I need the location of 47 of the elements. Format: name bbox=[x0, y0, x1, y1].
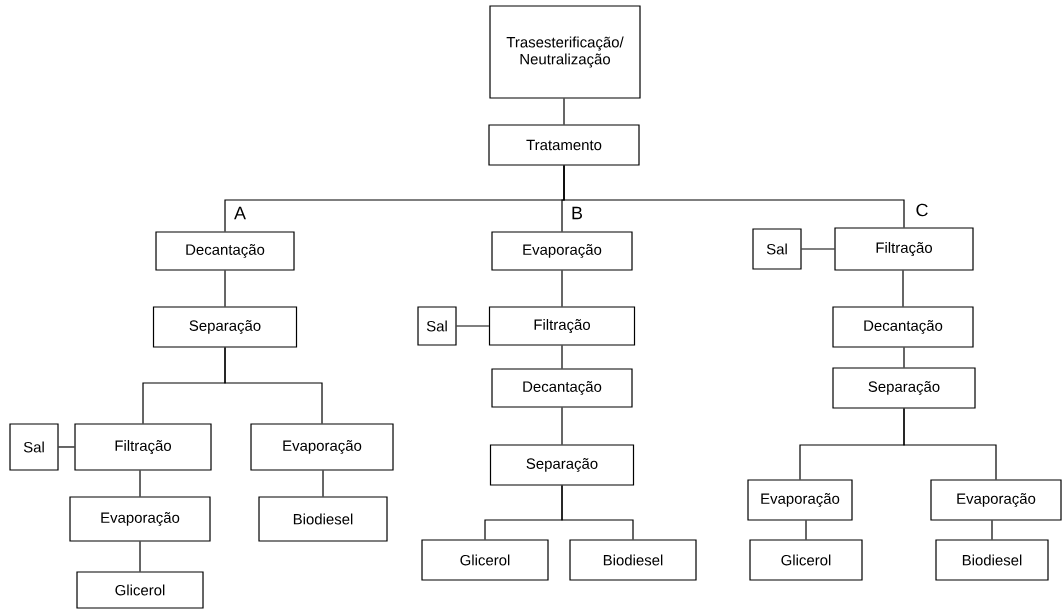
process-box: Filtração bbox=[488, 306, 636, 346]
connector-line bbox=[224, 347, 323, 424]
connector-line bbox=[561, 270, 563, 307]
process-box: Biodiesel bbox=[258, 496, 388, 542]
connector-line bbox=[903, 408, 997, 480]
connector-line bbox=[801, 248, 835, 250]
branch-letter: C bbox=[916, 203, 928, 217]
process-box: Decantação bbox=[155, 231, 295, 271]
process-box: Glicerol bbox=[76, 571, 204, 609]
process-box: Sal bbox=[417, 306, 457, 346]
connector-line bbox=[991, 520, 993, 540]
process-box: Trasesterificação/ Neutralização bbox=[489, 5, 641, 99]
process-box: Decantação bbox=[832, 306, 974, 348]
process-box: Sal bbox=[752, 228, 802, 270]
branch-letter: A bbox=[234, 206, 246, 220]
process-box: Separação bbox=[489, 444, 635, 486]
process-box: Sal bbox=[9, 423, 59, 471]
process-box: Separação bbox=[152, 306, 298, 348]
connector-line bbox=[224, 270, 226, 307]
process-box: Glicerol bbox=[421, 539, 549, 581]
connector-line bbox=[58, 446, 75, 448]
process-box: Evaporação bbox=[930, 479, 1062, 521]
process-box: Separação bbox=[832, 367, 976, 409]
process-box: Evaporação bbox=[491, 231, 633, 271]
process-box: Decantação bbox=[491, 368, 633, 408]
connector-line bbox=[563, 165, 905, 228]
process-box: Filtração bbox=[74, 423, 212, 471]
connector-line bbox=[561, 407, 563, 445]
connector-line bbox=[561, 345, 563, 369]
process-box: Biodiesel bbox=[569, 539, 697, 581]
connector-line bbox=[563, 98, 565, 125]
connector-line bbox=[456, 325, 490, 327]
process-box: Tratamento bbox=[488, 124, 640, 166]
connector-line bbox=[322, 470, 324, 497]
process-box: Evaporação bbox=[250, 423, 394, 471]
connector-line bbox=[561, 485, 634, 540]
connector-line bbox=[139, 541, 141, 572]
connector-line bbox=[902, 270, 904, 307]
process-box: Glicerol bbox=[749, 539, 863, 581]
process-box: Biodiesel bbox=[935, 539, 1049, 581]
process-box: Evaporação bbox=[747, 479, 853, 521]
branch-letter: B bbox=[572, 206, 583, 220]
connector-line bbox=[805, 520, 807, 540]
process-box: Evaporação bbox=[69, 496, 211, 542]
connector-line bbox=[903, 347, 905, 368]
process-box: Filtração bbox=[834, 227, 974, 271]
connector-line bbox=[139, 470, 141, 497]
